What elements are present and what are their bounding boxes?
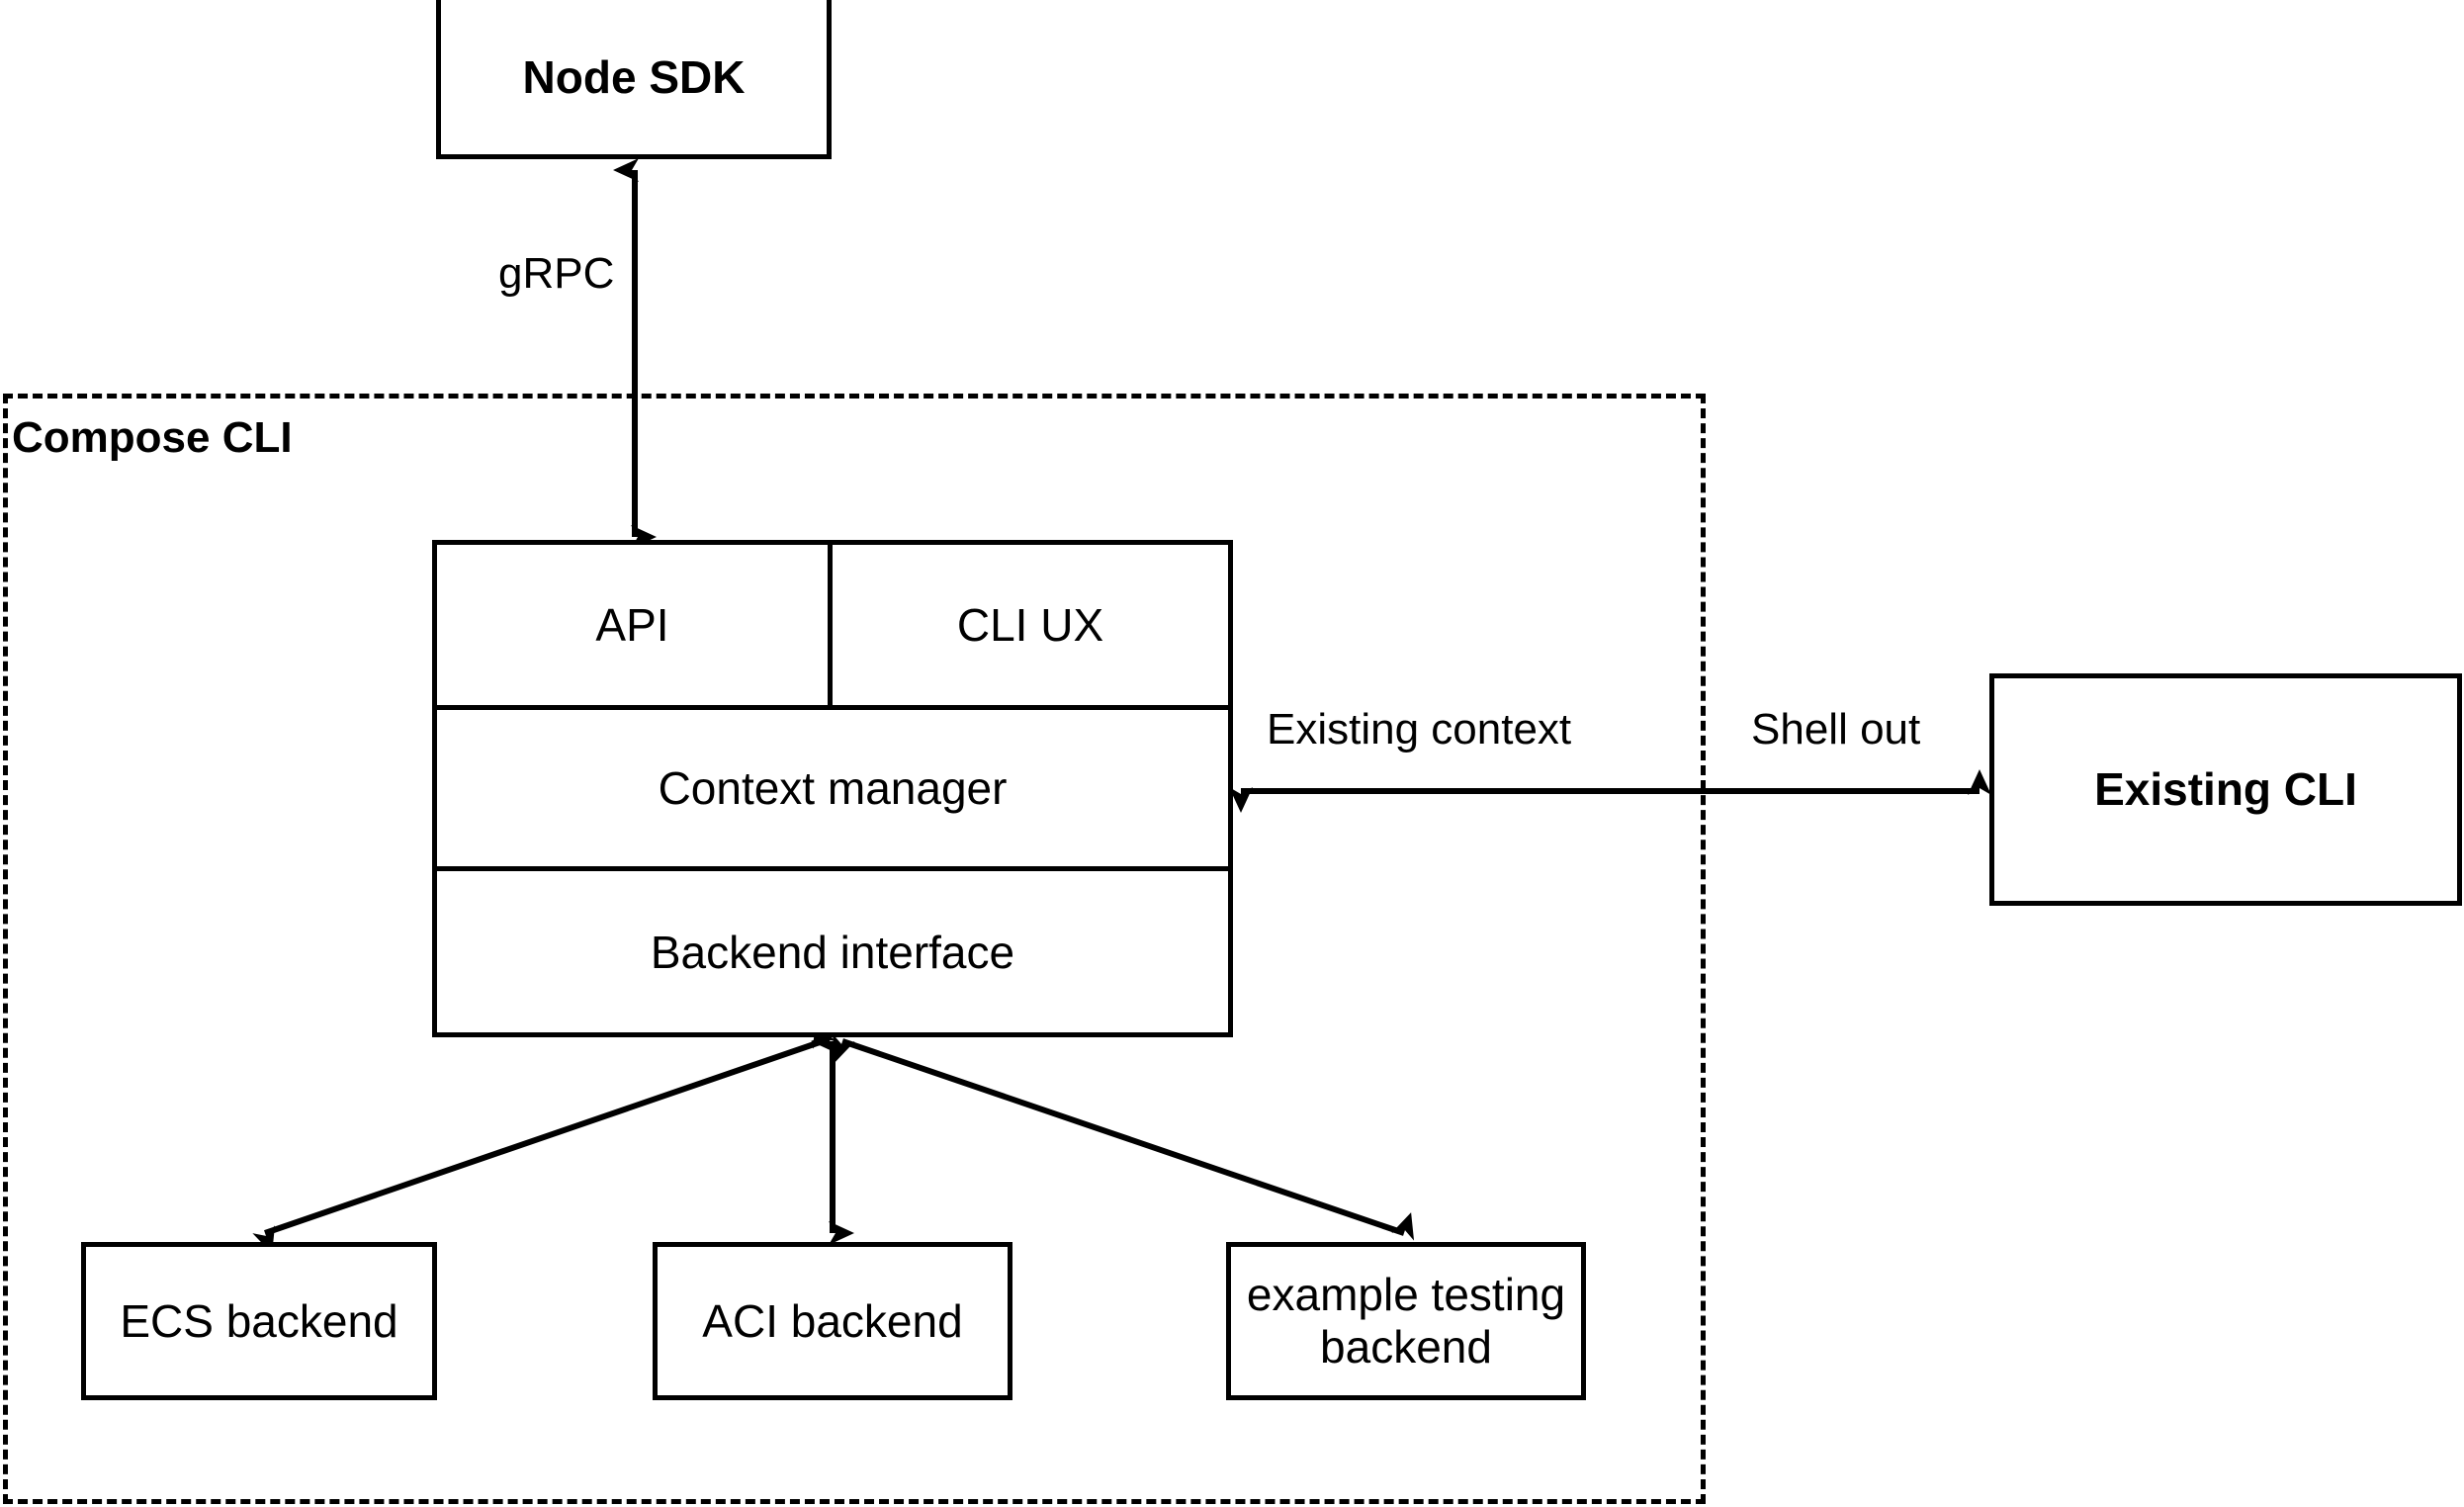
example-testing-backend-box[interactable]: example testing backend [1226,1242,1586,1400]
edge-label-grpc: gRPC [492,249,621,299]
edge-backend-example [832,1033,1415,1241]
backend-interface-label: Backend interface [650,926,1015,978]
compose-cli-group-label: Compose CLI [12,413,293,462]
example-testing-backend-line1: example testing [1246,1269,1566,1321]
stack-cell-backend-interface[interactable]: Backend interface [437,871,1228,1032]
example-testing-backend-label: example testing backend [1237,1269,1575,1374]
compose-cli-stack: API CLI UX Context manager Backend inter… [432,540,1233,1037]
stack-row-backend-interface: Backend interface [437,871,1228,1032]
aci-backend-box[interactable]: ACI backend [653,1242,1012,1400]
stack-row-api-cliux: API CLI UX [437,545,1228,710]
edge-label-shell-out: Shell out [1745,705,1927,754]
existing-cli-box[interactable]: Existing CLI [1989,673,2462,906]
edge-backend-ecs [252,1020,836,1254]
stack-cell-cli-ux[interactable]: CLI UX [833,545,1228,705]
stack-cell-context-manager[interactable]: Context manager [437,710,1228,866]
ecs-backend-label: ECS backend [120,1294,398,1347]
existing-cli-label: Existing CLI [2094,763,2357,816]
api-label: API [595,599,669,651]
compose-cli-group-box [3,394,1706,1504]
context-manager-label: Context manager [658,762,1008,814]
node-sdk-box[interactable]: Node SDK [436,0,832,159]
aci-backend-label: ACI backend [702,1294,963,1347]
stack-cell-api[interactable]: API [437,545,833,705]
node-sdk-label: Node SDK [522,50,746,103]
ecs-backend-box[interactable]: ECS backend [81,1242,437,1400]
example-testing-backend-line2: backend [1320,1321,1492,1373]
cli-ux-label: CLI UX [956,599,1104,651]
stack-row-context-manager: Context manager [437,710,1228,871]
edge-label-existing-context: Existing context [1261,705,1578,754]
